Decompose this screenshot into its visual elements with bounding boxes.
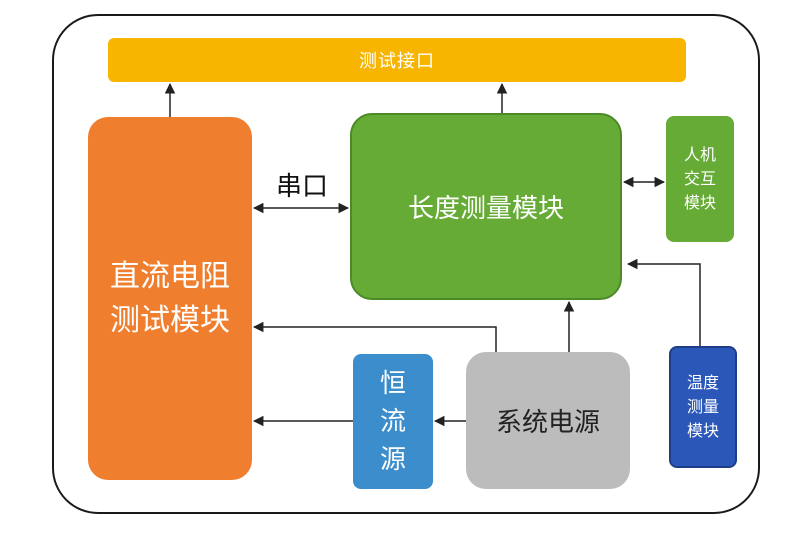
dc-resistance-module-box: 直流电阻 测试模块 xyxy=(88,117,252,480)
dc-module-line-2: 测试模块 xyxy=(110,302,230,338)
human-module-line-3: 模块 xyxy=(683,193,716,212)
test-interface-box: 测试接口 xyxy=(108,38,686,82)
temp-module-line-3: 模块 xyxy=(686,421,719,440)
temperature-module-box: 温度 测量 模块 xyxy=(669,346,737,468)
temp-module-line-1: 温度 xyxy=(686,373,719,392)
system-power-box: 系统电源 xyxy=(466,352,630,489)
arrow-temp-to-length xyxy=(626,258,701,346)
serial-port-label: 串口 xyxy=(276,172,329,202)
cc-line-3: 源 xyxy=(379,444,406,475)
constant-current-source-box: 恒 流 源 xyxy=(353,354,433,489)
arrow-power-to-dc xyxy=(252,321,497,352)
human-interaction-module-box: 人机 交互 模块 xyxy=(666,116,734,242)
test-interface-label: 测试接口 xyxy=(359,51,435,72)
cc-line-1: 恒 xyxy=(379,368,406,399)
dc-module-line-1: 直流电阻 xyxy=(110,258,230,294)
power-label: 系统电源 xyxy=(495,408,600,438)
length-module-label: 长度测量模块 xyxy=(407,194,564,224)
cc-line-2: 流 xyxy=(379,406,406,437)
length-measurement-module-box: 长度测量模块 xyxy=(350,113,622,300)
temp-module-line-2: 测量 xyxy=(686,397,719,416)
system-frame xyxy=(52,14,760,514)
human-module-line-2: 交互 xyxy=(683,169,716,188)
human-module-line-1: 人机 xyxy=(683,145,716,164)
